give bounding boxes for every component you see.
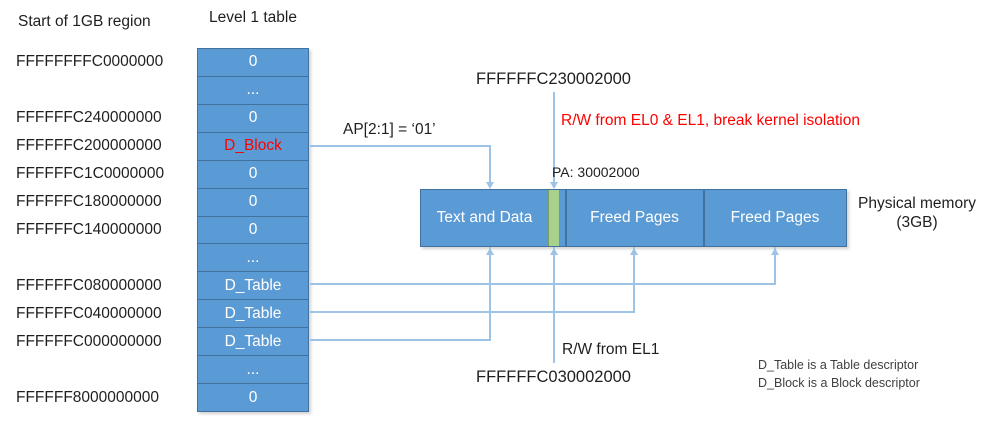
- address-label: FFFFFFC240000000: [16, 109, 162, 126]
- connector-va-el1-line: [553, 247, 555, 363]
- connector-dblock-line: [489, 145, 491, 185]
- bar-divider: [703, 190, 705, 246]
- table-cell: 0: [198, 105, 308, 133]
- table-cell: 0: [248, 388, 258, 406]
- ap-permission-label: AP[2:1] = ‘01’: [343, 121, 436, 138]
- bar-section-text-and-data: Text and Data: [436, 209, 533, 226]
- connector-dtable3-line: [489, 247, 491, 340]
- rw-el1-label: R/W from EL1: [562, 341, 660, 358]
- connector-dtable1-line: [774, 247, 776, 284]
- legend-d-table: D_Table is a Table descriptor: [758, 358, 919, 372]
- arrow-down-icon: [486, 182, 494, 189]
- table-cell: 0: [198, 161, 308, 189]
- address-label: FFFFFF8000000000: [16, 389, 160, 406]
- connector-dtable2-line: [310, 311, 635, 313]
- arrow-up-icon: [550, 248, 558, 255]
- table-cell-d-block: D_Block: [198, 133, 308, 161]
- address-label: FFFFFFC180000000: [16, 193, 162, 210]
- physical-memory-label-line1: Physical memory: [858, 195, 976, 212]
- table-cell: 0: [198, 217, 308, 245]
- connector-dtable3-line: [310, 339, 491, 341]
- mapped-page-slice: [548, 190, 560, 246]
- address-label: FFFFFFFFC0000000: [16, 53, 164, 70]
- va-el1-label: FFFFFFC030002000: [476, 368, 631, 386]
- connector-va-el0-line: [553, 92, 555, 184]
- connector-dblock-line: [310, 145, 491, 147]
- table-cell-d-table: D_Table: [198, 300, 308, 329]
- physical-memory-bar: Text and Data Freed Pages Freed Pages: [420, 189, 847, 247]
- arrow-up-icon: [630, 248, 638, 255]
- arrow-up-icon: [771, 248, 779, 255]
- legend-d-block: D_Block is a Block descriptor: [758, 376, 920, 390]
- address-label: FFFFFFC000000000: [16, 333, 162, 350]
- table-cell: ...: [198, 77, 308, 105]
- bar-section-freed-pages-2: Freed Pages: [730, 209, 820, 226]
- table-cell-d-table: D_Table: [198, 328, 308, 357]
- table-cell: 0: [198, 189, 308, 217]
- level1-table: 0 ... 0 D_Block 0 0 0 ... D_Table D_Tabl…: [197, 48, 309, 412]
- address-label: FFFFFFC1C0000000: [16, 165, 165, 182]
- address-label: FFFFFFC140000000: [16, 221, 162, 238]
- address-label: FFFFFFC040000000: [16, 305, 162, 322]
- address-label: FFFFFFC080000000: [16, 277, 162, 294]
- level1-table-header: Level 1 table: [209, 9, 297, 26]
- connector-dtable1-line: [310, 283, 776, 285]
- table-cell-d-table: D_Table: [198, 272, 308, 301]
- connector-dtable2-line: [633, 247, 635, 312]
- bar-section-freed-pages-1: Freed Pages: [590, 209, 679, 226]
- arrow-up-icon: [486, 248, 494, 255]
- address-label: FFFFFFC200000000: [16, 137, 162, 154]
- bar-divider: [565, 190, 567, 246]
- physical-memory-label: Physical memory (3GB): [845, 194, 989, 232]
- va-el0-label: FFFFFFC230002000: [476, 70, 631, 88]
- physical-memory-label-line2: (3GB): [896, 214, 938, 231]
- table-cell: 0: [198, 49, 308, 77]
- table-cell: ...: [198, 356, 308, 385]
- pa-label: PA: 30002000: [552, 164, 640, 180]
- left-column-header: Start of 1GB region: [18, 13, 151, 30]
- table-cell: ...: [198, 244, 308, 273]
- arrow-down-icon: [550, 182, 558, 189]
- kernel-isolation-warning: R/W from EL0 & EL1, break kernel isolati…: [561, 112, 860, 129]
